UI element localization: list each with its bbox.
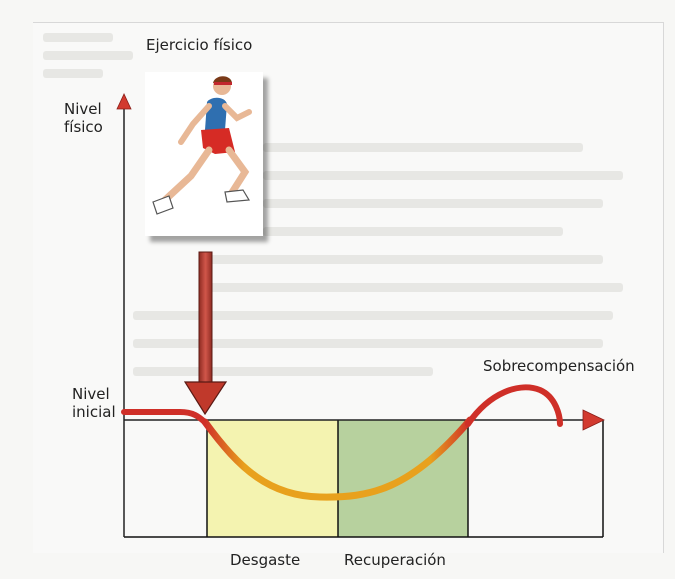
y-axis-label: Nivel físico — [64, 100, 124, 136]
baseline-label: Nivel inicial — [72, 385, 122, 421]
initial-level-curve — [121, 409, 210, 427]
exercise-arrow-head-icon — [183, 381, 228, 416]
supercompensation-curve — [465, 384, 563, 427]
desgaste-phase-region — [207, 420, 338, 537]
baseline-label-line2: inicial — [72, 403, 116, 421]
supercompensation-label: Sobrecompensación — [483, 357, 635, 375]
exercise-arrow-shaft — [198, 251, 213, 385]
exercise-illustration-card — [145, 72, 263, 236]
y-axis-arrowhead-icon — [116, 93, 132, 110]
recuperacion-phase-label: Recuperación — [344, 551, 446, 569]
fatigue-recovery-curve — [201, 416, 474, 501]
running-athlete-icon — [152, 76, 252, 215]
exercise-title: Ejercicio físico — [146, 36, 253, 54]
x-axis-arrowhead-icon — [582, 409, 605, 431]
baseline-label-line1: Nivel — [72, 385, 110, 403]
desgaste-phase-label: Desgaste — [230, 551, 301, 569]
y-axis-label-line2: físico — [64, 118, 103, 136]
chart-box-outline — [124, 420, 604, 538]
y-axis-label-line1: Nivel — [64, 100, 102, 118]
